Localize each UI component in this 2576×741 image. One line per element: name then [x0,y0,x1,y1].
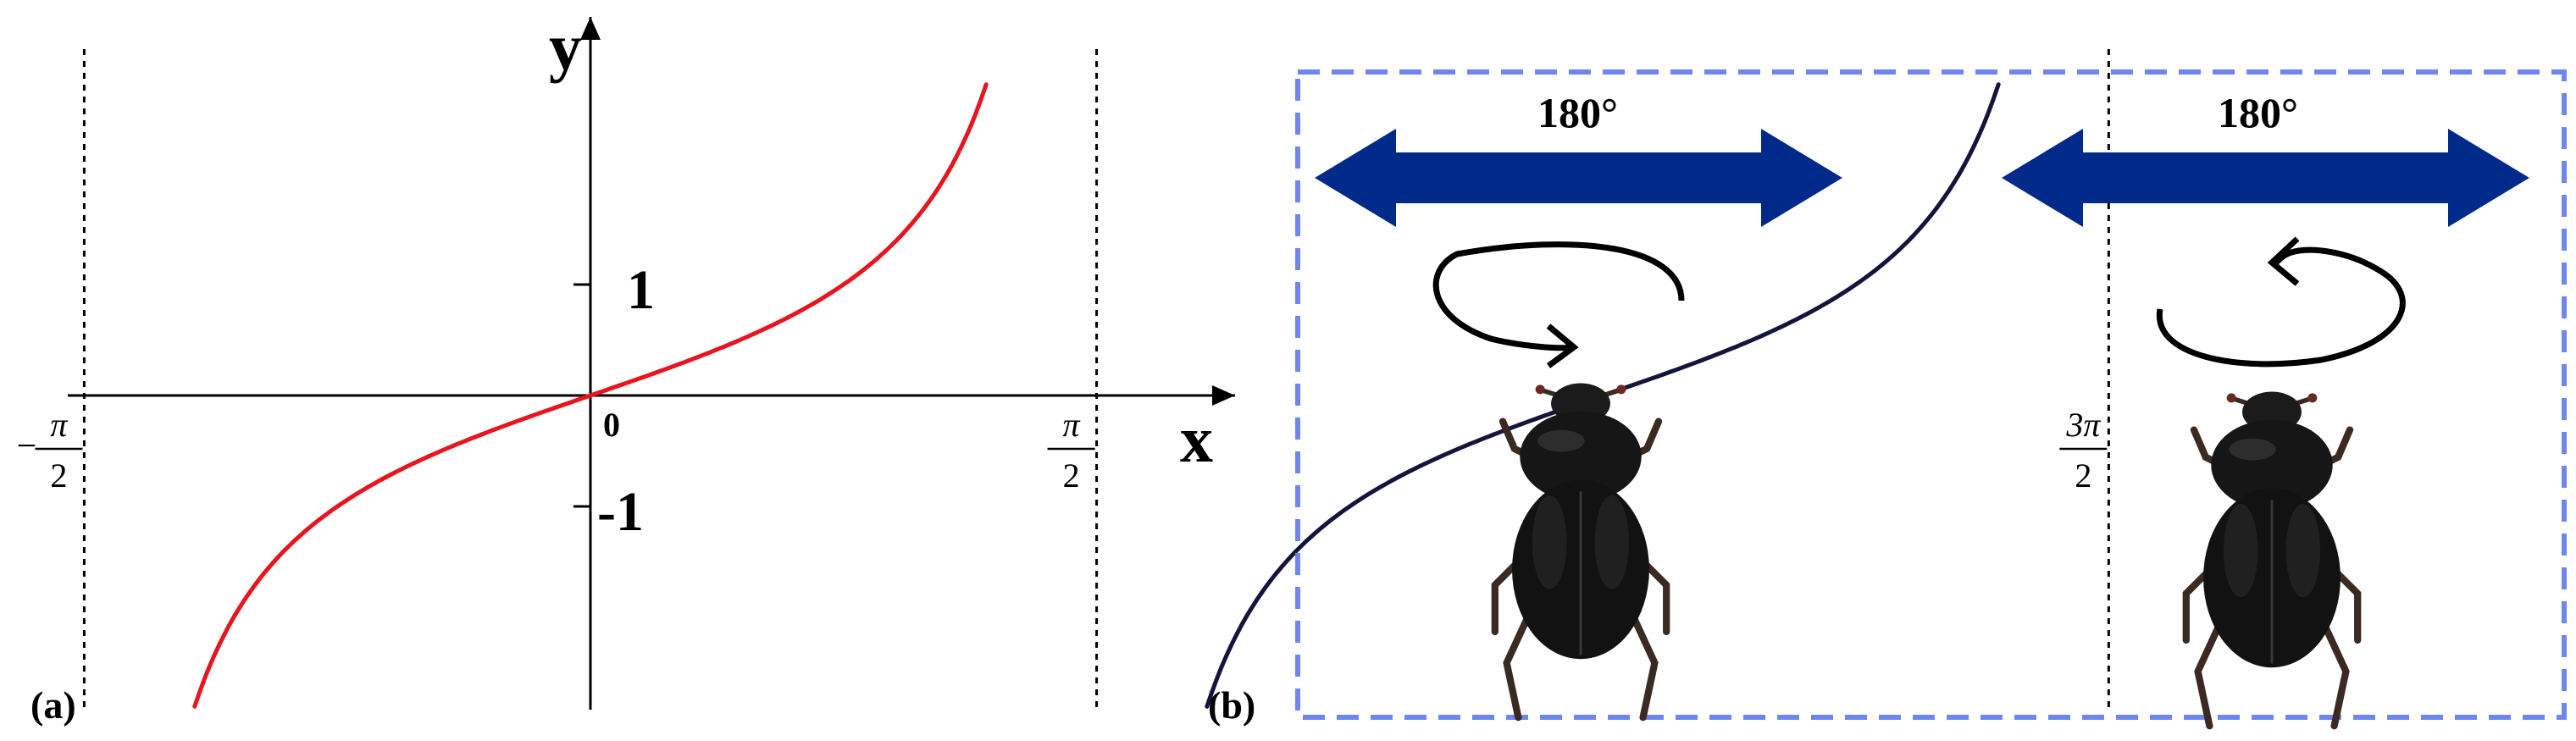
angle-label-left: 180° [1537,89,1618,136]
y-tick-label: 1 [627,259,655,321]
counterclockwise-rotation-arrow [2156,236,2406,368]
left-rotation-group: 180° [1315,89,1842,717]
angle-label-right: 180° [2218,89,2298,136]
x-tick-denominator: 2 [50,456,67,495]
beetle-image-left [1495,384,1666,718]
x-tick-numerator: π [1063,406,1081,444]
origin-label: 0 [603,406,620,444]
right-rotation-group: 180° [2002,89,2529,726]
tangent-branch [192,82,989,709]
y-axis-ticks: 1 -1 [573,259,655,543]
y-axis-label: y [549,10,582,84]
clockwise-rotation-arrow [1432,241,1685,368]
panel-b-border [1295,69,2567,720]
x-tick-sign: − [17,427,37,466]
y-tick-label: -1 [597,481,644,543]
x-tick-label: π2 [1047,406,1095,495]
panel-b: (b) 180° 180° [1208,69,2567,727]
x-tick-label: 3π2 [2059,406,2108,495]
beetle-image-right [2186,392,2357,727]
x-tick-numerator: 3π [2065,406,2101,444]
x-tick-label: −π 2 [17,406,83,495]
double-arrow-left [1315,129,1842,227]
x-tick-denominator: 2 [1063,456,1080,495]
double-arrow-right [2002,129,2529,227]
x-axis-label: x [1180,402,1213,476]
x-tick-denominator: 2 [2075,456,2091,495]
panel-a-label: (a) [30,683,76,727]
x-tick-numerator: π [50,406,68,444]
panel-b-label: (b) [1208,683,1255,727]
